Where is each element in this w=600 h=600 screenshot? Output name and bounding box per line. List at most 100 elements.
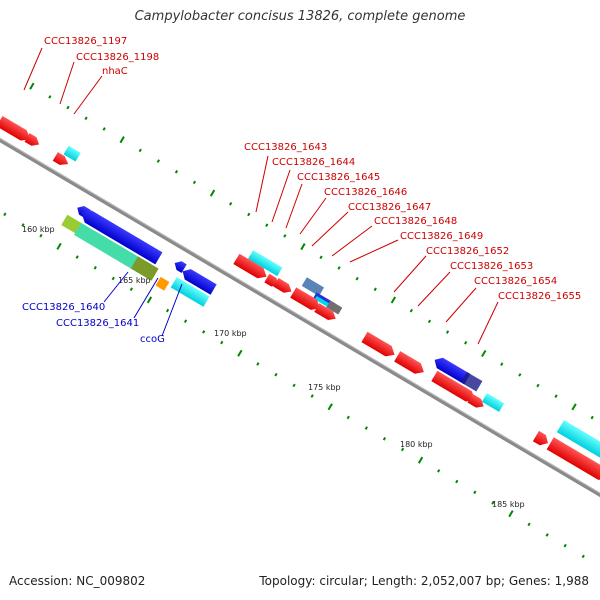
ruler-tick [473,490,477,495]
gene-arrow-forward [314,303,336,321]
ruler-tick [129,287,133,291]
gene-label: CCC13826_1644 [272,157,355,168]
ruler-tick [156,159,160,163]
ruler-tick [48,95,52,99]
gene-arrow-forward [467,393,484,408]
gene-label: CCC13826_1654 [474,276,557,287]
ruler-tick [21,223,25,227]
ruler-tick [192,180,197,185]
gene-label: CCC13826_1647 [348,202,431,213]
gene-arrow-forward [264,273,279,287]
ruler-tick [464,340,468,345]
gene-label-1641: CCC13826_1641 [56,318,139,329]
gene-arrow-forward [0,115,31,141]
ruler-tick [327,403,333,411]
ruler-tick [229,201,233,206]
gene-label-1197: CCC13826_1197 [44,36,127,47]
gene-label: CCC13826_1653 [450,261,533,272]
ruler-tick [66,105,70,110]
rna-feature [314,295,331,308]
ruler-tick [209,189,216,197]
gene-arrow-forward [24,133,40,146]
ruler-tick [337,266,341,270]
ruler-tick [202,330,206,334]
ruler-tick [508,510,514,518]
ruler-tick [346,415,350,420]
gene-label: CCC13826_1655 [498,291,581,302]
ruler-tick [138,148,142,153]
leader-lines-bottom-left [103,271,183,337]
ruler-tick [355,276,359,281]
map-title: Campylobacter concisus 13826, complete g… [134,9,466,24]
ruler-tick [119,136,125,144]
ruler-tick [536,383,540,388]
ruler-tick [571,403,577,411]
gene-arrow-forward [233,253,267,279]
gene-arrow-reverse [434,357,471,385]
ruler-tick [491,501,495,505]
ruler-ticks [3,82,594,559]
ruler-tick [455,479,459,484]
ruler-tick [437,469,441,473]
scale-label: 185 kbp [492,500,525,509]
gene-label-1640: CCC13826_1640 [22,302,105,313]
gene-arrow-forward [546,437,600,480]
gene-feature [301,277,325,297]
ruler-tick [256,362,260,366]
gene-feature [155,276,170,291]
scale-label: 175 kbp [308,383,341,392]
ruler-tick [563,543,567,548]
gene-arrow-forward [290,287,320,310]
gene-arrow-forward [273,278,292,293]
ruler-tick [310,394,314,398]
ruler-tick [500,362,504,366]
gene-arrow-forward [52,152,69,165]
ruler-tick [581,554,585,559]
leader-lines-middle [255,155,499,345]
rna-feature [170,277,210,307]
gene-label-1198: CCC13826_1198 [76,52,159,63]
ruler-tick [554,394,558,398]
gene-label: CCC13826_1652 [426,246,509,257]
accession-text: Accession: NC_009802 [9,574,146,588]
ruler-tick [220,340,224,345]
ruler-tick [427,319,432,324]
gene-feature [130,256,159,281]
ruler-tick [400,447,405,452]
gene-label: CCC13826_1646 [324,187,407,198]
ruler-tick [590,415,594,420]
ruler-tick [102,127,106,131]
ruler-tick [545,533,549,537]
ruler-tick [364,426,368,430]
scale-label: 180 kbp [400,440,433,449]
gene-feature [326,300,343,315]
ruler-tick [93,265,97,270]
rna-feature [556,420,600,470]
ruler-tick [174,169,179,174]
ruler-tick [390,296,396,304]
scale-label: 170 kbp [214,329,247,338]
ruler-tick [247,212,251,217]
ruler-tick [165,308,170,313]
scale-label: 160 kbp [22,225,55,234]
ruler-tick [237,349,243,357]
rna-feature [248,250,283,277]
ruler-tick [527,522,531,527]
gene-label-nhaC: nhaC [102,66,128,77]
ruler-tick [481,349,487,357]
ruler-tick [75,255,79,259]
ruler-tick [409,308,413,313]
gene-feature [460,371,483,392]
ruler-tick [146,296,153,304]
rna-feature [63,145,81,162]
scale-label: 165 kbp [118,276,151,285]
genome-backbone [0,128,600,519]
leader-lines-top-left [23,47,103,115]
ruler-tick [373,287,377,292]
ruler-tick [518,373,522,377]
ruler-tick [274,372,278,377]
gene-label: CCC13826_1643 [244,142,327,153]
gene-label: CCC13826_1649 [400,231,483,242]
gene-arrow-forward [361,331,395,357]
